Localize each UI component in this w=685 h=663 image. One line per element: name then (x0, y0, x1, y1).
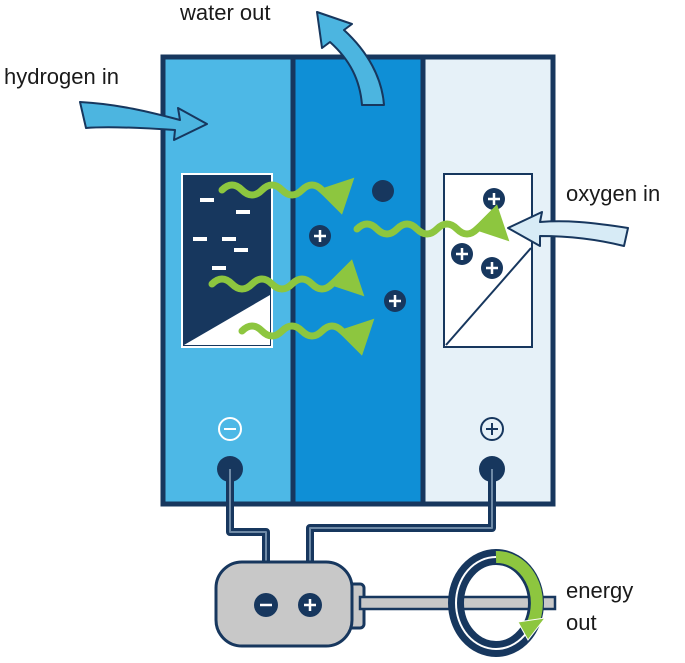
electron-minus-icon (193, 198, 250, 270)
water-out-arrow (316, 11, 385, 106)
anode-terminal-sign (218, 417, 242, 441)
motor-negative-terminal (254, 593, 278, 617)
rotation-arrow-icon (448, 549, 547, 657)
oxygen-in-arrow (507, 211, 629, 247)
ion-flow-arrows (208, 177, 510, 356)
water-droplet-icon (372, 180, 394, 202)
hydrogen-in-arrow (79, 101, 208, 141)
energy-out-label-line2: out (566, 610, 597, 635)
oxygen-in-label: oxygen in (566, 181, 661, 206)
anode-electrode (181, 173, 273, 348)
energy-out-label-line1: energy (566, 578, 634, 603)
hydrogen-in-label: hydrogen in (4, 64, 119, 89)
motor-positive-terminal (298, 593, 322, 617)
water-out-label: water out (180, 0, 271, 25)
cathode-terminal-sign (480, 417, 504, 441)
